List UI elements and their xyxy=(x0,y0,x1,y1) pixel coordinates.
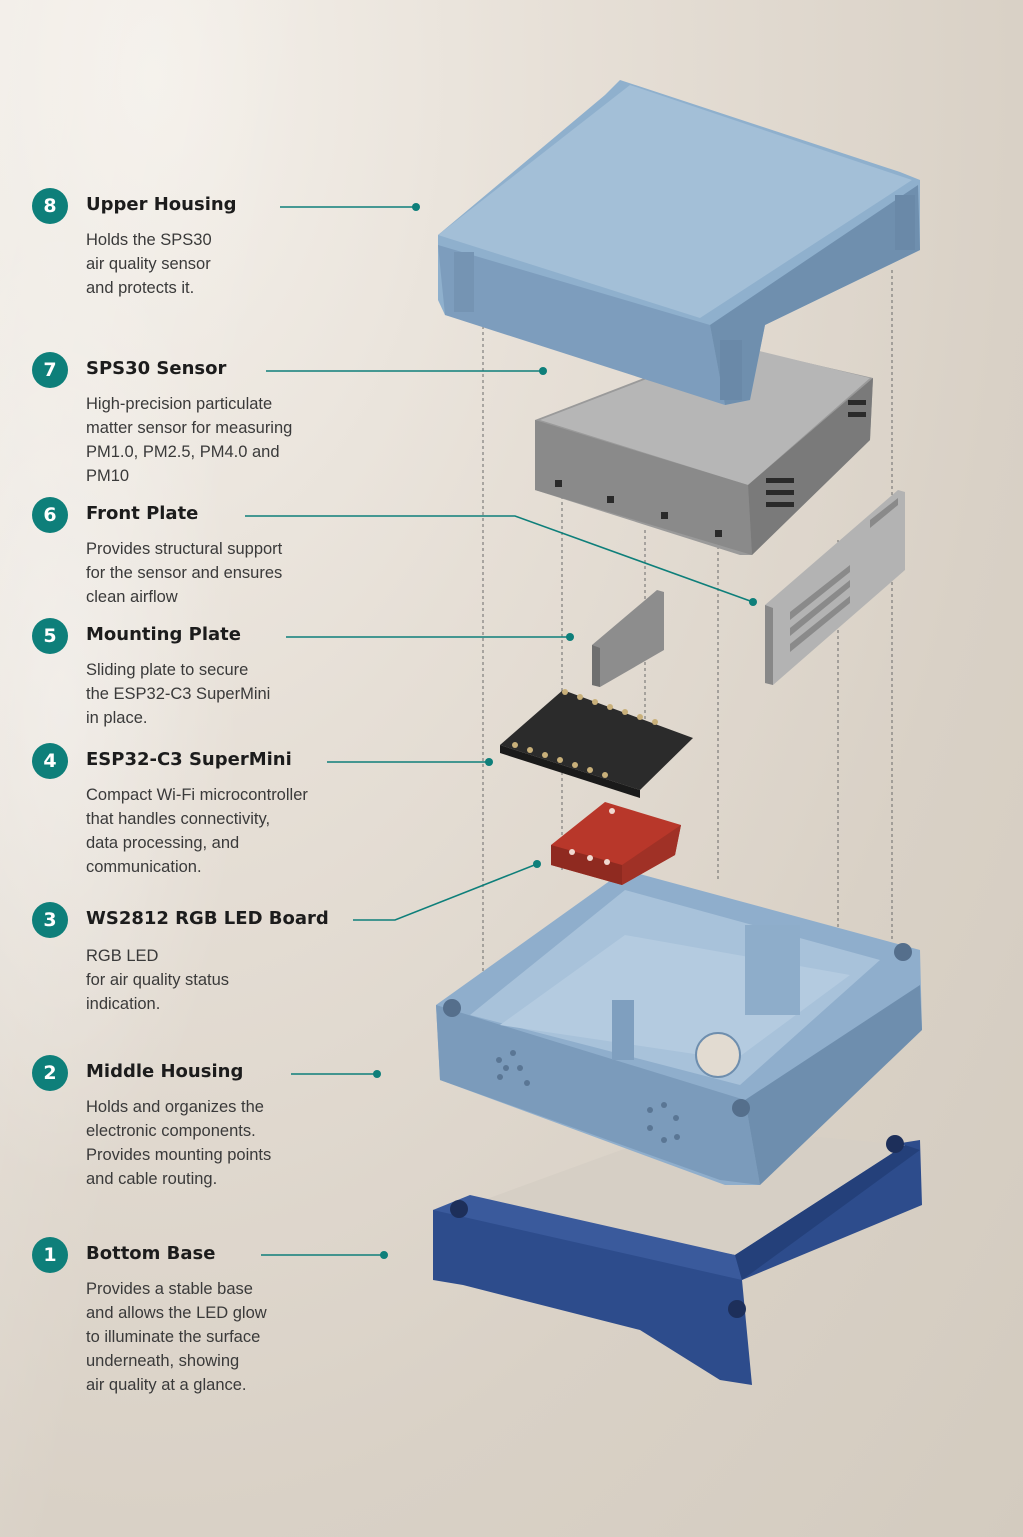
callout-title: Mounting Plate xyxy=(86,624,241,645)
callout-title: WS2812 RGB LED Board xyxy=(86,908,329,929)
mounting-plate-part xyxy=(592,590,664,687)
bottom-base-part xyxy=(433,1125,922,1385)
esp32-board-part xyxy=(500,689,693,798)
callout-title: Middle Housing xyxy=(86,1061,244,1082)
sps30-sensor-part xyxy=(535,345,873,555)
upper-housing-part xyxy=(438,80,920,405)
callout-title: SPS30 Sensor xyxy=(86,358,227,379)
number-badge: 2 xyxy=(32,1055,68,1091)
number-badge: 4 xyxy=(32,743,68,779)
number-badge: 7 xyxy=(32,352,68,388)
callout-title: Upper Housing xyxy=(86,194,237,215)
number-badge: 3 xyxy=(32,902,68,938)
callout-title: ESP32-C3 SuperMini xyxy=(86,749,292,770)
leader-lines xyxy=(245,206,754,1256)
number-badge: 6 xyxy=(32,497,68,533)
callout-title: Bottom Base xyxy=(86,1243,216,1264)
led-board-part xyxy=(551,802,681,885)
number-badge: 1 xyxy=(32,1237,68,1273)
leader-dots xyxy=(373,203,757,1259)
number-badge: 8 xyxy=(32,188,68,224)
callout-title: Front Plate xyxy=(86,503,199,524)
front-plate-part xyxy=(765,490,905,685)
middle-housing-part xyxy=(436,870,922,1185)
number-badge: 5 xyxy=(32,618,68,654)
